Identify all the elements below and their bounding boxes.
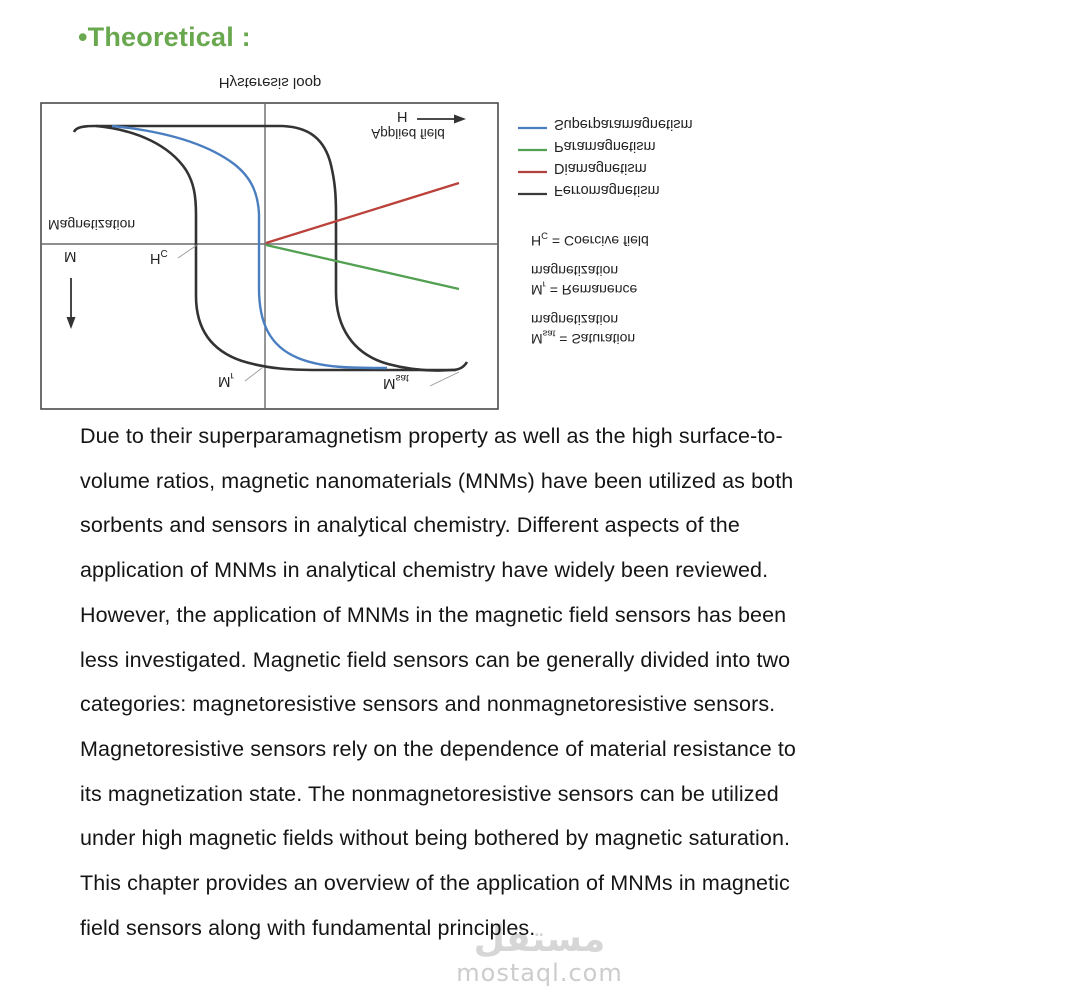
coercive-field-label: HC [150, 247, 168, 266]
definition-saturation-wrap: magnetization [531, 312, 618, 328]
saturation-pointer-line [429, 371, 460, 387]
body-paragraph: Due to their superparamagnetism property… [80, 414, 1020, 950]
section-heading: •Theoretical : [78, 22, 251, 53]
paragraph-line: categories: magnetoresistive sensors and… [80, 692, 776, 717]
definition-coercive: HC = Coercive field [531, 230, 649, 250]
superparamagnetism-curve [111, 124, 388, 370]
paragraph-line: under high magnetic fields without being… [80, 826, 791, 851]
paragraph-line: less investigated. Magnetic field sensor… [80, 647, 791, 672]
definition-remanence-wrap: magnetization [531, 263, 618, 279]
x-axis-label: Applied field [371, 126, 445, 141]
figure-definitions: HC = Coercive field magnetization Mr = R… [531, 230, 649, 348]
remanence-label: Mr [218, 370, 235, 390]
remanence-pointer-line [244, 367, 263, 382]
definition-saturation: Msat = Saturation [531, 328, 635, 348]
watermark-domain: mostaql.com [456, 959, 623, 987]
figure-legend: Superparamagnetism Paramagnetism Diamagn… [518, 116, 693, 198]
y-axis-symbol: M [64, 248, 77, 265]
legend-label-paramagnetism: Paramagnetism [554, 138, 656, 154]
paragraph-line: Due to their superparamagnetism property… [80, 424, 783, 448]
diamagnetism-line [265, 181, 460, 245]
ferromagnetism-curve-inner [95, 124, 456, 372]
hysteresis-figure: Hysteresis loop H Applied field Magnetiz… [40, 74, 693, 410]
paragraph-line: However, the application of MNMs in the … [80, 602, 787, 627]
saturation-label: Msat [383, 372, 409, 392]
legend-label-superparamagnetism: Superparamagnetism [554, 116, 693, 132]
paragraph-line: volume ratios, magnetic nanomaterials (M… [80, 468, 794, 493]
paragraph-line: application of MNMs in analytical chemis… [80, 558, 769, 583]
heading-bullet: • [78, 22, 88, 52]
paragraph-line: sorbents and sensors in analytical chemi… [80, 513, 740, 538]
legend-label-ferromagnetism: Ferromagnetism [554, 182, 660, 198]
paragraph-line: Magnetoresistive sensors rely on the dep… [80, 736, 796, 761]
y-axis-label: Magnetization [48, 217, 135, 233]
paragraph-line: This chapter provides an overview of the… [80, 871, 790, 896]
plot-box [40, 102, 499, 410]
m-axis-arrow-icon [66, 317, 76, 329]
mostaql-logo: مستقل [473, 919, 606, 960]
legend-label-diamagnetism: Diamagnetism [554, 160, 647, 176]
h-axis-arrow-icon [454, 114, 466, 124]
definition-remanence: Mr = Remanence [531, 279, 638, 299]
x-axis-symbol: H [397, 108, 407, 124]
watermark: مستقل mostaql.com [0, 919, 1079, 987]
coercive-pointer-line [177, 244, 198, 259]
paramagnetism-line [265, 243, 460, 291]
paragraph-line: field sensors along with fundamental pri… [80, 915, 536, 940]
figure-title: Hysteresis loop [219, 74, 322, 91]
heading-text: Theoretical : [87, 22, 251, 52]
paragraph-line: its magnetization state. The nonmagnetor… [80, 781, 779, 806]
